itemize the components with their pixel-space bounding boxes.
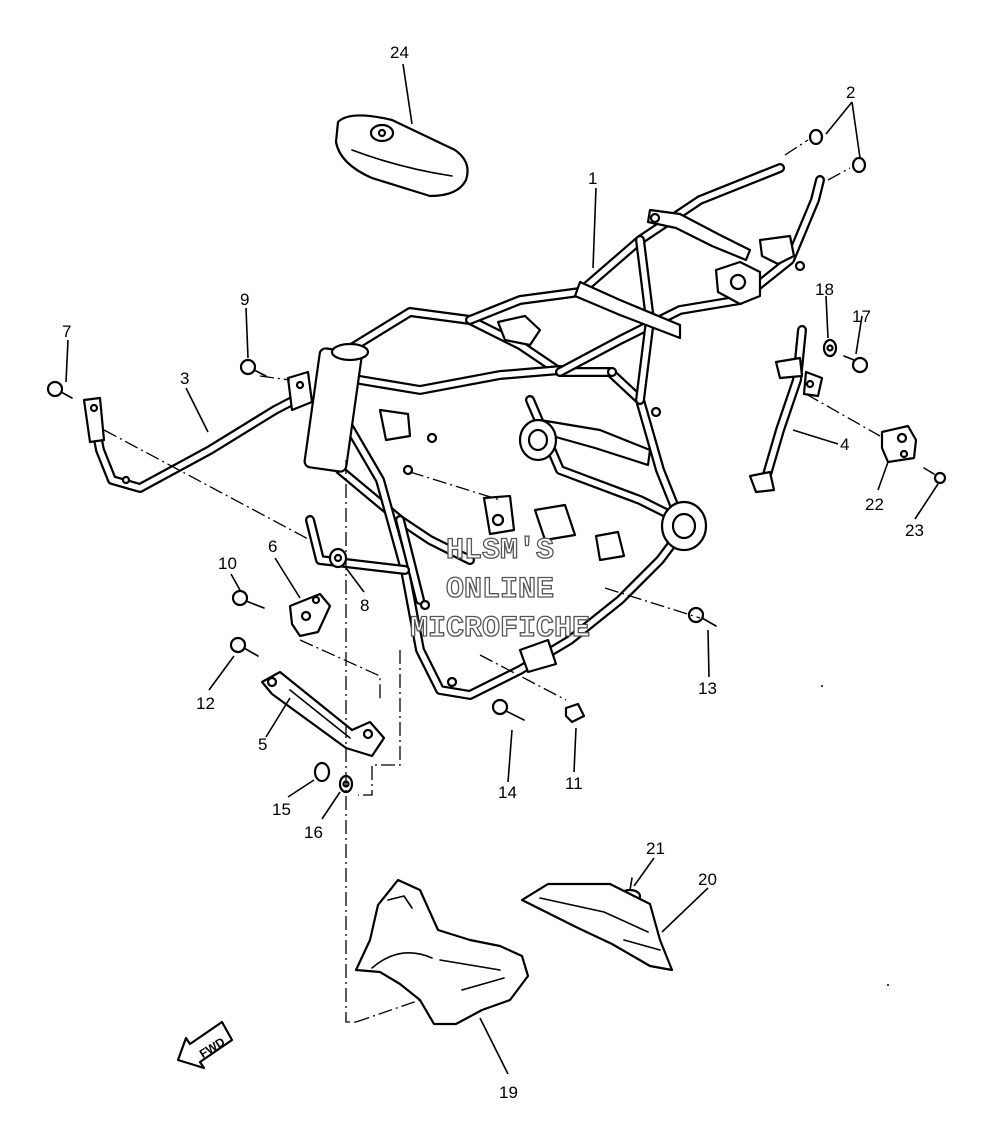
callout-11: 11 bbox=[565, 774, 583, 793]
part-22-clamp bbox=[880, 424, 918, 464]
part-12-bolt bbox=[229, 636, 259, 657]
part-5-engine-bracket bbox=[260, 670, 386, 758]
watermark: HLSM'S ONLINE MICROFICHE bbox=[409, 533, 590, 646]
part-23-bolt bbox=[923, 467, 947, 485]
callout-6: 6 bbox=[268, 537, 277, 556]
callout-14: 14 bbox=[498, 783, 517, 802]
callout-21: 21 bbox=[646, 839, 665, 858]
callout-15: 15 bbox=[272, 800, 291, 819]
callout-2: 2 bbox=[846, 83, 855, 102]
callout-8: 8 bbox=[360, 596, 369, 615]
part-18-washer bbox=[822, 338, 838, 358]
part-17-bolt bbox=[843, 355, 869, 374]
callout-17: 17 bbox=[852, 307, 871, 326]
callout-labels: 24 2 1 3 4 5 6 7 8 9 10 11 12 13 14 15 1… bbox=[62, 43, 924, 1102]
callout-9: 9 bbox=[240, 290, 249, 309]
reference-lines bbox=[103, 139, 881, 1023]
part-19-lower-cover bbox=[354, 878, 530, 1026]
callout-5: 5 bbox=[258, 735, 267, 754]
callout-19: 19 bbox=[499, 1083, 518, 1102]
callout-16: 16 bbox=[304, 823, 323, 842]
part-14-bolt bbox=[491, 698, 525, 721]
part-2-caps bbox=[808, 128, 867, 174]
callout-20: 20 bbox=[698, 870, 717, 889]
part-4-rear-stay bbox=[748, 325, 824, 494]
part-13-bolt bbox=[687, 606, 717, 627]
part-9-bolt bbox=[239, 358, 267, 377]
callout-23: 23 bbox=[905, 521, 924, 540]
callout-12: 12 bbox=[196, 694, 215, 713]
leader-lines bbox=[65, 63, 939, 1075]
part-11-nut bbox=[564, 702, 586, 724]
part-1-main-frame bbox=[303, 163, 825, 700]
part-24-pad bbox=[334, 114, 469, 198]
part-7-bolt bbox=[46, 380, 73, 399]
fwd-arrow: FWD bbox=[176, 1020, 234, 1070]
callout-7: 7 bbox=[62, 322, 71, 341]
part-3-guard-bar bbox=[82, 370, 314, 493]
part-10-bolt bbox=[231, 589, 265, 609]
watermark-line-3: MICROFICHE bbox=[410, 612, 590, 646]
callout-3: 3 bbox=[180, 369, 189, 388]
part-8-nut bbox=[328, 547, 348, 569]
part-15-collar bbox=[313, 761, 331, 783]
part-6-plate bbox=[288, 592, 332, 638]
callout-18: 18 bbox=[815, 280, 834, 299]
callout-4: 4 bbox=[840, 435, 849, 454]
watermark-line-1: HLSM'S bbox=[446, 534, 554, 568]
callout-24: 24 bbox=[390, 43, 409, 62]
callout-10: 10 bbox=[218, 554, 237, 573]
callout-1: 1 bbox=[588, 169, 597, 188]
watermark-line-2: ONLINE bbox=[446, 573, 554, 607]
callout-22: 22 bbox=[865, 495, 884, 514]
part-20-side-cover bbox=[520, 882, 674, 972]
scan-specks bbox=[821, 685, 889, 986]
callout-13: 13 bbox=[698, 679, 717, 698]
